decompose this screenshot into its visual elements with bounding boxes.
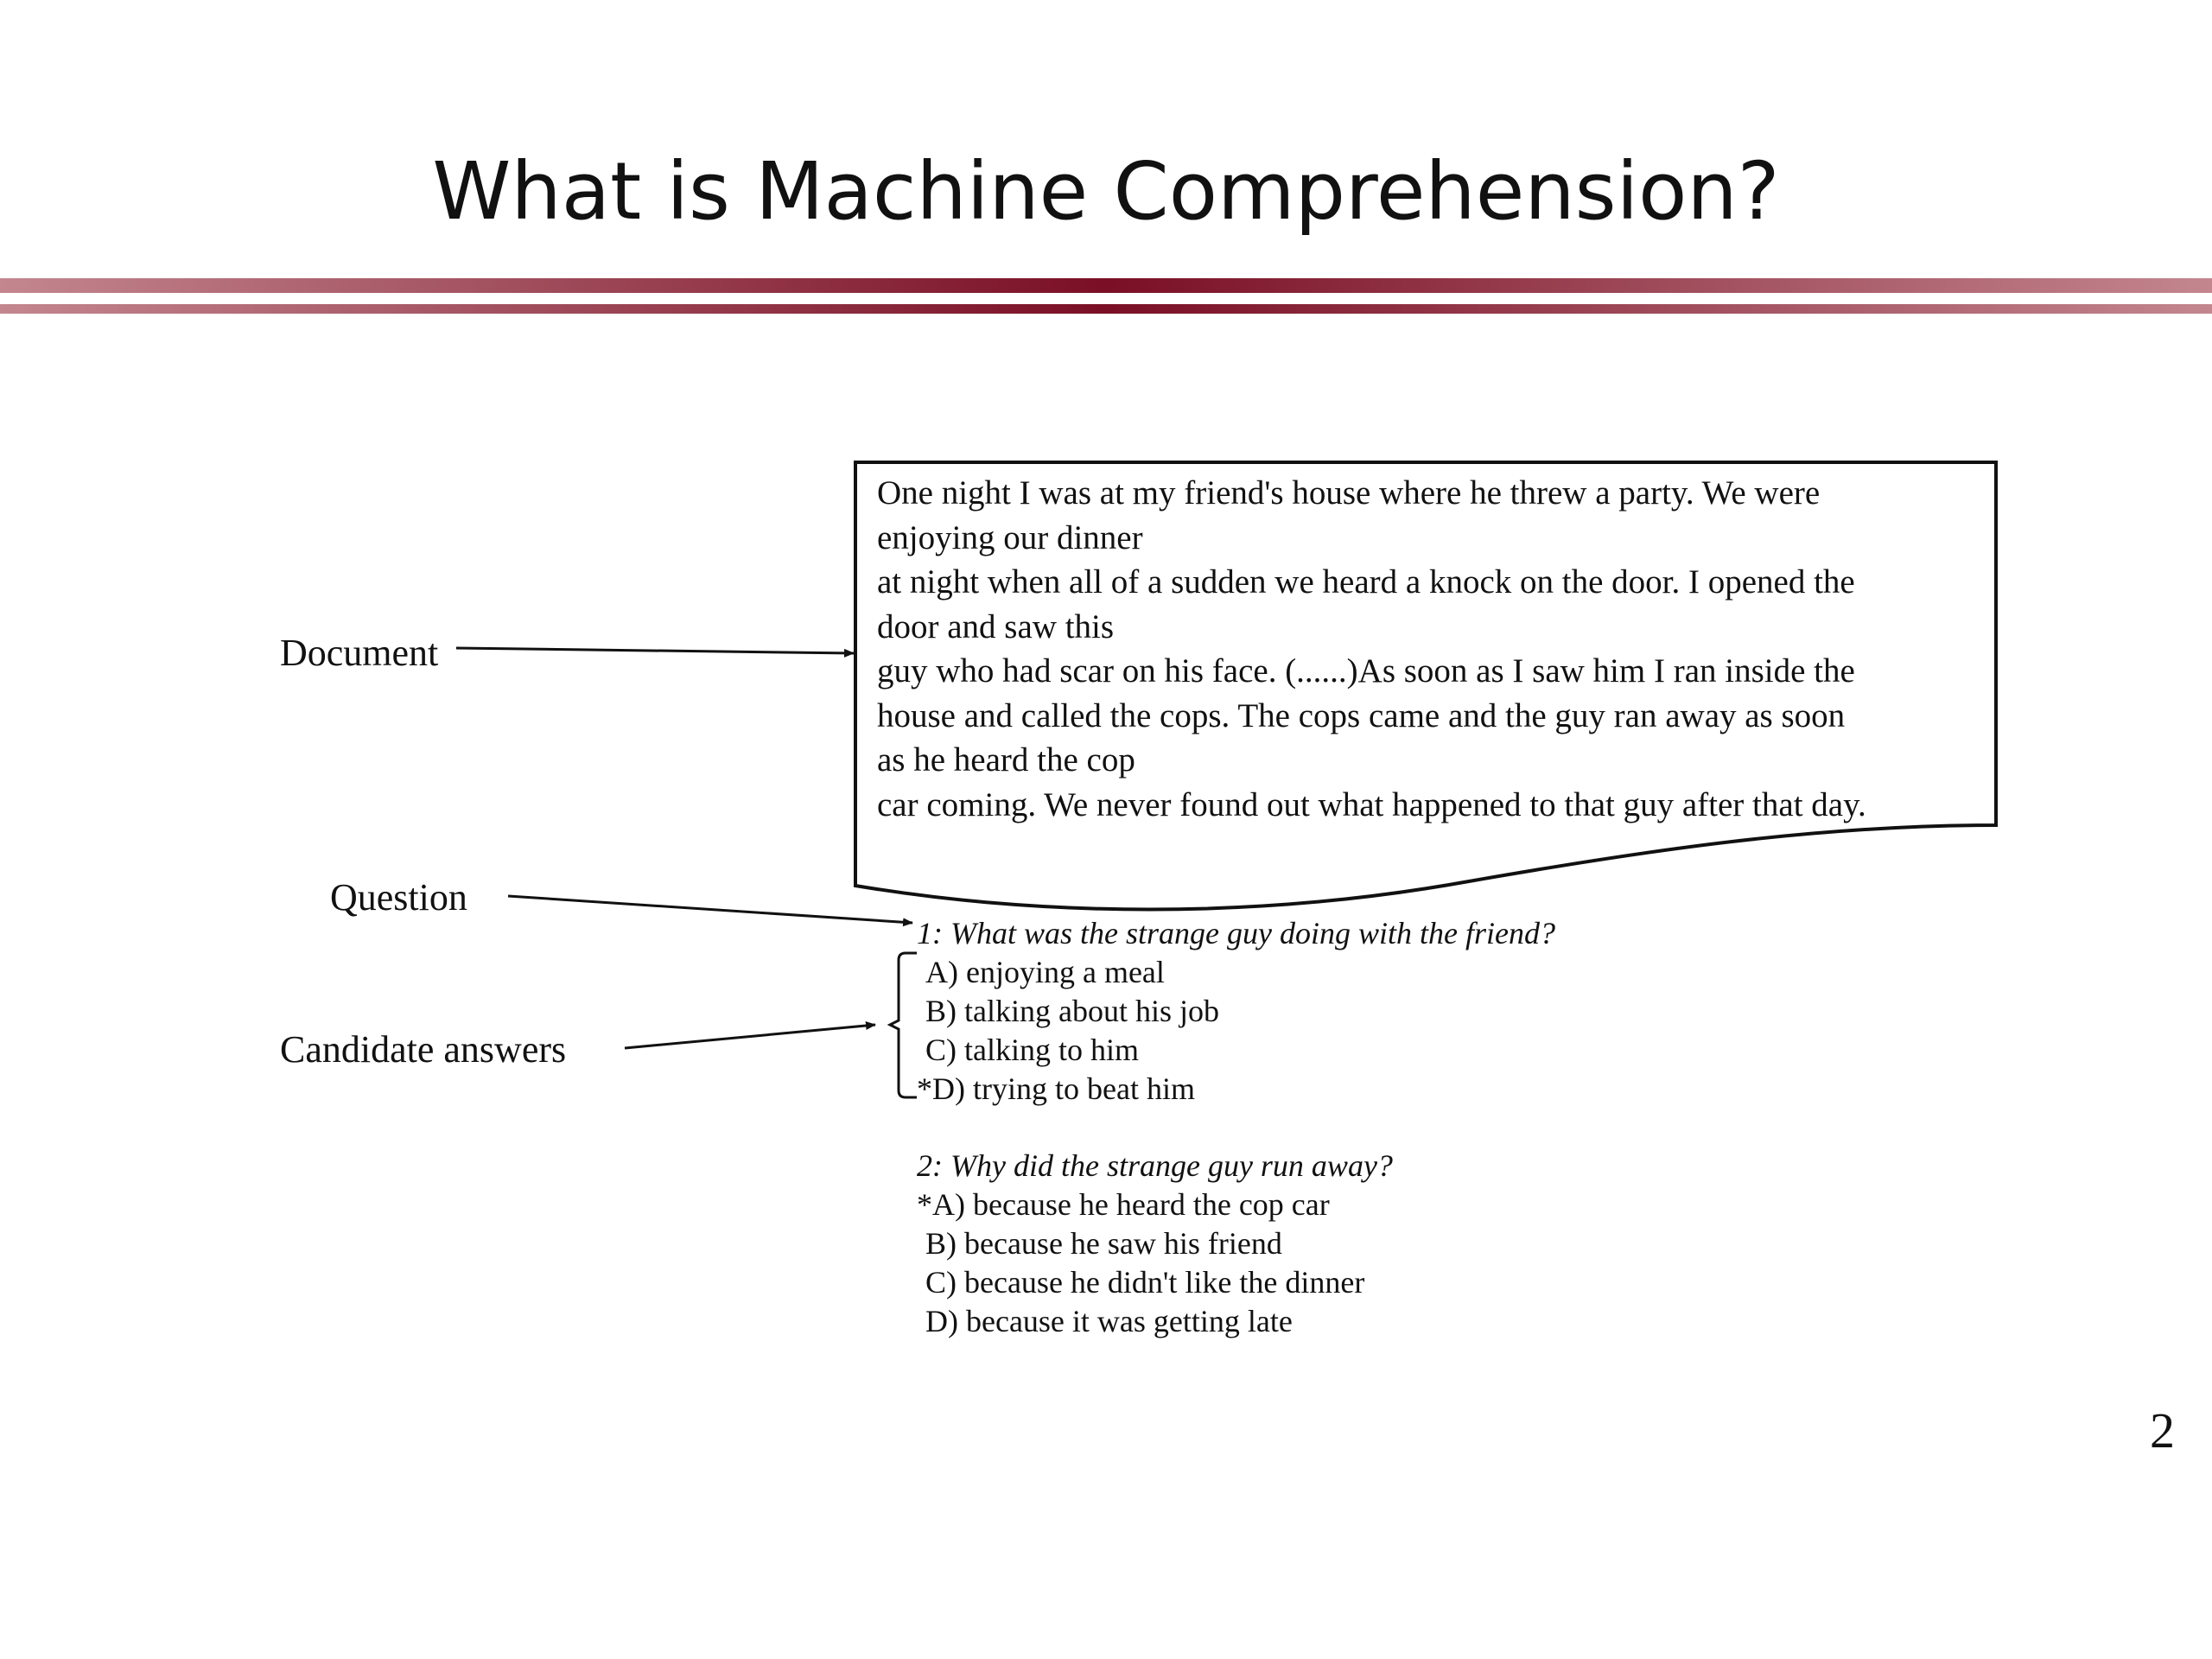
document-arrow	[455, 646, 855, 658]
document-line: as he heard the cop	[877, 741, 1135, 779]
title-divider-thin	[0, 304, 2212, 314]
question-1-option-b: B) talking about his job	[925, 994, 1219, 1028]
document-label: Document	[280, 632, 439, 674]
question-arrow	[507, 894, 913, 927]
document-box	[854, 461, 1998, 912]
question-2-text: 2: Why did the strange guy run away?	[917, 1148, 1393, 1183]
document-line: at night when all of a sudden we heard a…	[877, 563, 1855, 601]
question-2-option-b: B) because he saw his friend	[925, 1226, 1282, 1261]
document-text: One night I was at my friend's house whe…	[877, 471, 1992, 827]
question-label: Question	[330, 876, 467, 918]
document-line: enjoying our dinner	[877, 518, 1143, 556]
question-1: 1: What was the strange guy doing with t…	[917, 914, 1555, 1109]
document-line: door and saw this	[877, 607, 1115, 645]
document-line: car coming. We never found out what happ…	[877, 785, 1866, 823]
candidate-answers-arrow	[624, 1021, 876, 1050]
question-1-text: 1: What was the strange guy doing with t…	[917, 916, 1555, 950]
document-line: One night I was at my friend's house whe…	[877, 474, 1821, 512]
question-2-option-a: *A) because he heard the cop car	[917, 1187, 1330, 1222]
title-divider-thick	[0, 278, 2212, 293]
document-line: house and called the cops. The cops came…	[877, 696, 1846, 734]
candidate-answers-bracket	[887, 951, 917, 1099]
page-number: 2	[2150, 1402, 2175, 1459]
question-2-option-c: C) because he didn't like the dinner	[925, 1265, 1365, 1300]
question-2-option-d: D) because it was getting late	[925, 1304, 1293, 1338]
slide-title: What is Machine Comprehension?	[432, 145, 1780, 238]
document-line: guy who had scar on his face. (......)As…	[877, 652, 1855, 690]
question-1-option-c: C) talking to him	[925, 1033, 1139, 1067]
candidate-answers-label: Candidate answers	[280, 1028, 567, 1071]
question-1-option-a: A) enjoying a meal	[925, 955, 1165, 989]
question-2: 2: Why did the strange guy run away? *A)…	[917, 1147, 1393, 1341]
question-1-option-d: *D) trying to beat him	[917, 1071, 1195, 1106]
